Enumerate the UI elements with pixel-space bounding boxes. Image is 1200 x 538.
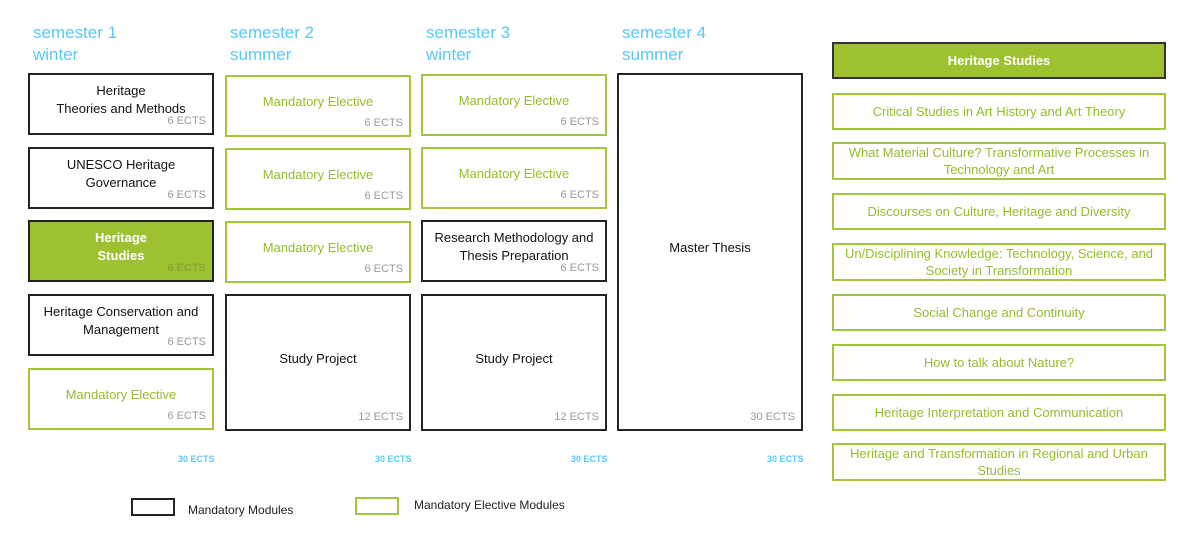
semester-total-ects: 30 ECTS xyxy=(375,454,412,464)
legend-swatch-mandatory xyxy=(131,498,175,516)
module-title: Mandatory Elective xyxy=(458,93,570,108)
semester-number: semester 3 xyxy=(426,23,511,42)
semester-header: semester 2 summer xyxy=(230,22,314,66)
module-box: Mandatory Elective 6 ECTS xyxy=(225,75,411,137)
elective-item[interactable]: Critical Studies in Art History and Art … xyxy=(832,93,1166,130)
module-ects: 6 ECTS xyxy=(560,189,599,201)
module-title: Mandatory Elective xyxy=(262,240,374,255)
module-ects: 6 ECTS xyxy=(167,189,206,201)
elective-item[interactable]: How to talk about Nature? xyxy=(832,344,1166,381)
module-box: Study Project 12 ECTS xyxy=(225,294,411,431)
semester-total-ects: 30 ECTS xyxy=(571,454,608,464)
semester-total-ects: 30 ECTS xyxy=(178,454,215,464)
semester-header: semester 4 summer xyxy=(622,22,706,66)
elective-item[interactable]: Un/Disciplining Knowledge: Technology, S… xyxy=(832,243,1166,281)
module-ects: 6 ECTS xyxy=(364,117,403,129)
semester-number: semester 1 xyxy=(33,23,118,42)
module-ects: 6 ECTS xyxy=(167,410,206,422)
module-ects: 12 ECTS xyxy=(358,411,403,423)
semester-season: winter xyxy=(33,45,79,64)
module-ects: 6 ECTS xyxy=(364,263,403,275)
module-ects: 12 ECTS xyxy=(554,411,599,423)
module-ects: 6 ECTS xyxy=(167,115,206,127)
legend-swatch-elective xyxy=(355,497,399,515)
legend-label-mandatory: Mandatory Modules xyxy=(188,503,294,517)
module-box: Master Thesis 30 ECTS xyxy=(617,73,803,431)
module-box: Mandatory Elective 6 ECTS xyxy=(225,148,411,210)
module-ects: 6 ECTS xyxy=(560,116,599,128)
module-title: Mandatory Elective xyxy=(458,166,570,181)
semester-header: semester 3 winter xyxy=(426,22,510,66)
module-box: Mandatory Elective 6 ECTS xyxy=(421,74,607,136)
semester-total-ects: 30 ECTS xyxy=(767,454,804,464)
semester-number: semester 2 xyxy=(230,23,315,42)
module-title: Mandatory Elective xyxy=(262,94,374,109)
elective-item[interactable]: Discourses on Culture, Heritage and Dive… xyxy=(832,193,1166,230)
semester-season: winter xyxy=(426,45,472,64)
module-ects: 6 ECTS xyxy=(167,336,206,348)
module-title: Mandatory Elective xyxy=(65,387,177,402)
elective-item[interactable]: Social Change and Continuity xyxy=(832,294,1166,331)
semester-number: semester 4 xyxy=(622,23,707,42)
module-ects: 30 ECTS xyxy=(750,411,795,423)
semester-season: summer xyxy=(622,45,684,64)
semester-header: semester 1 winter xyxy=(33,22,117,66)
module-title: Mandatory Elective xyxy=(262,167,374,182)
semester-season: summer xyxy=(230,45,292,64)
module-box: Mandatory Elective 6 ECTS xyxy=(28,368,214,430)
elective-item[interactable]: Heritage Interpretation and Communicatio… xyxy=(832,394,1166,431)
legend-label-elective: Mandatory Elective Modules xyxy=(414,498,565,512)
module-title: Study Project xyxy=(475,350,553,366)
module-box: Mandatory Elective 6 ECTS xyxy=(225,221,411,283)
module-ects: 6 ECTS xyxy=(167,262,206,274)
module-ects: 6 ECTS xyxy=(364,190,403,202)
module-title: Master Thesis xyxy=(669,240,751,255)
module-box: Study Project 12 ECTS xyxy=(421,294,607,431)
elective-item[interactable]: Heritage and Transformation in Regional … xyxy=(832,443,1166,481)
elective-item[interactable]: What Material Culture? Transformative Pr… xyxy=(832,142,1166,180)
module-box: Mandatory Elective 6 ECTS xyxy=(421,147,607,209)
module-title: Study Project xyxy=(279,350,357,366)
module-ects: 6 ECTS xyxy=(560,262,599,274)
elective-header: Heritage Studies xyxy=(832,42,1166,79)
